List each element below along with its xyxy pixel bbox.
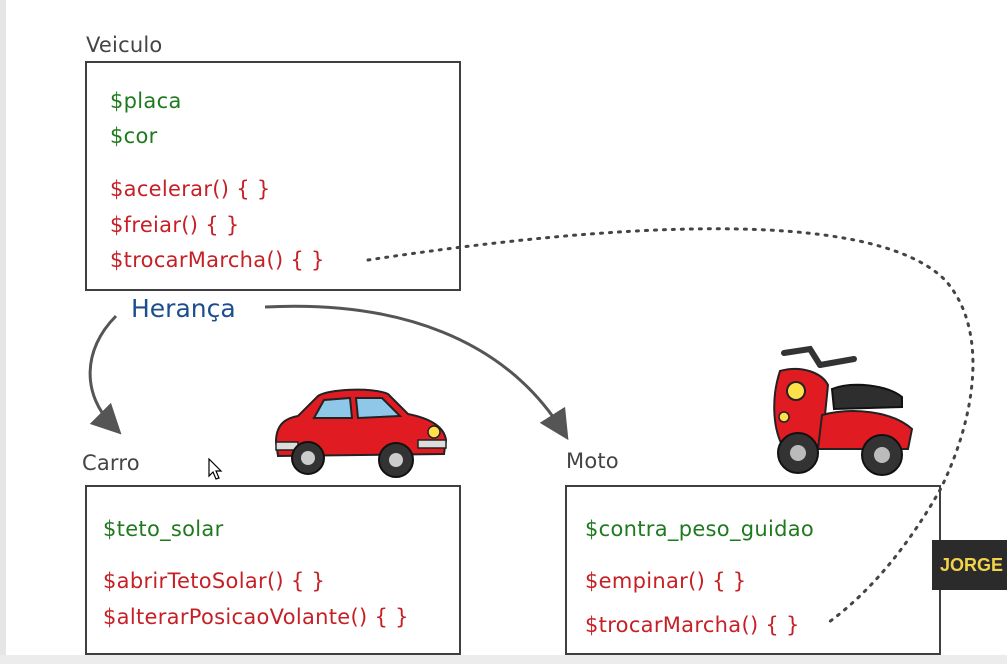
moto-attr-contra-peso-guidao: $contra_peso_guidao — [585, 517, 815, 541]
red-scooter-icon — [773, 345, 914, 476]
veiculo-method-freiar: $freiar() { } — [110, 213, 240, 237]
moto-title: Moto — [566, 449, 619, 473]
veiculo-method-acelerar: $acelerar() { } — [110, 177, 271, 201]
carro-method-alterarposicaovolante: $alterarPosicaoVolante() { } — [103, 605, 409, 629]
mouse-cursor-icon — [208, 458, 223, 480]
inheritance-arrow-carro — [88, 314, 122, 435]
veiculo-method-trocarmarcha: $trocarMarcha() { } — [110, 248, 325, 272]
red-car-icon — [274, 388, 448, 478]
carro-attr-teto-solar: $teto_solar — [103, 517, 224, 541]
bottom-edge — [0, 655, 1007, 664]
moto-method-empinar: $empinar() { } — [585, 569, 747, 593]
veiculo-attr-cor: $cor — [110, 124, 158, 148]
carro-title: Carro — [82, 451, 140, 475]
heranca-label: Herança — [131, 294, 236, 323]
override-dotted-connector — [366, 227, 975, 627]
moto-method-trocarmarcha: $trocarMarcha() { } — [585, 613, 800, 637]
carro-method-abrirtetosolar: $abrirTetoSolar() { } — [103, 569, 326, 593]
inheritance-arrow-moto — [264, 304, 569, 441]
moto-class-box: $contra_peso_guidao $empinar() { } $troc… — [565, 485, 941, 655]
carro-class-box: $teto_solar $abrirTetoSolar() { } $alter… — [85, 485, 461, 655]
left-edge — [0, 0, 6, 664]
name-overlay-badge: JORGE — [932, 540, 1007, 590]
veiculo-class-box: $placa $cor $acelerar() { } $freiar() { … — [85, 61, 461, 291]
veiculo-title: Veiculo — [86, 33, 163, 57]
veiculo-attr-placa: $placa — [110, 89, 182, 113]
